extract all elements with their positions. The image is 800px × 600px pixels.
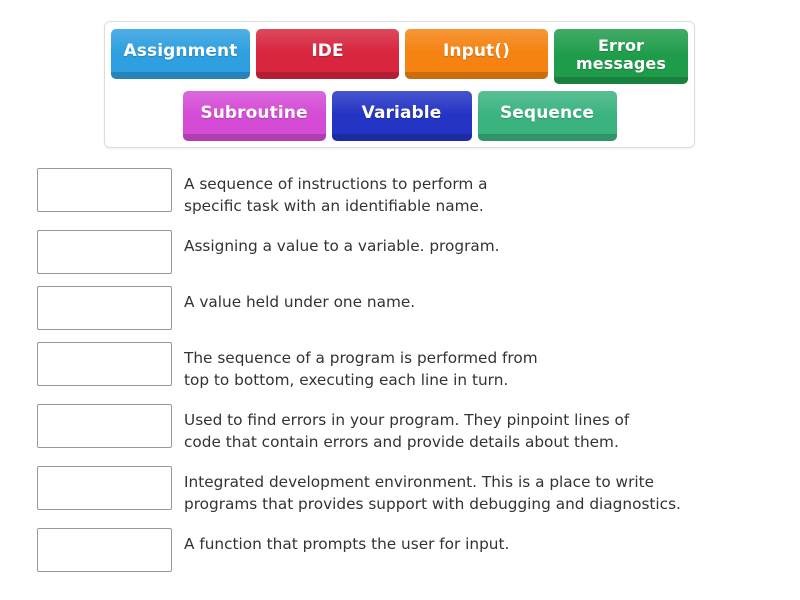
definition-text: Assigning a value to a variable. program… — [184, 236, 500, 255]
tile-bank-row-2: Subroutine Variable Sequence — [111, 91, 688, 141]
match-row: The sequence of a program is performed f… — [0, 341, 800, 392]
drop-zone[interactable] — [37, 403, 172, 448]
definition-text: A sequence of instructions to perform a … — [184, 175, 488, 216]
match-row: Assigning a value to a variable. program… — [0, 229, 800, 274]
match-row: A sequence of instructions to perform a … — [0, 168, 800, 218]
drop-zone[interactable] — [37, 527, 172, 572]
definition-text: Used to find errors in your program. The… — [184, 410, 630, 452]
definition-text: The sequence of a program is performed f… — [184, 348, 538, 390]
drop-zone[interactable] — [37, 341, 172, 386]
match-row: Used to find errors in your program. The… — [0, 403, 800, 454]
tile-error-messages[interactable]: Error messages — [554, 29, 688, 84]
drop-zone[interactable] — [37, 465, 172, 510]
tile-error-messages-label: Error messages — [576, 35, 666, 73]
match-row-list: A sequence of instructions to perform a … — [0, 168, 800, 584]
tile-assignment-label: Assignment — [123, 41, 238, 62]
tile-variable-label: Variable — [361, 103, 442, 124]
definition-text: Integrated development environment. This… — [184, 472, 681, 514]
tile-ide-label: IDE — [311, 41, 344, 62]
tile-bank-row-1: Assignment IDE Input() Error messages — [111, 29, 688, 84]
drop-zone[interactable] — [37, 229, 172, 274]
match-row: A function that prompts the user for inp… — [0, 527, 800, 572]
drop-zone[interactable] — [37, 285, 172, 330]
tile-assignment[interactable]: Assignment — [111, 29, 250, 79]
tile-input-label: Input() — [442, 41, 511, 62]
drop-zone[interactable] — [37, 168, 172, 212]
tile-sequence-label: Sequence — [499, 103, 595, 124]
tile-subroutine[interactable]: Subroutine — [182, 91, 326, 141]
definition-text: A function that prompts the user for inp… — [184, 534, 510, 553]
tile-sequence[interactable]: Sequence — [477, 91, 617, 141]
tile-input[interactable]: Input() — [405, 29, 548, 79]
match-row: Integrated development environment. This… — [0, 465, 800, 516]
tile-subroutine-label: Subroutine — [200, 103, 308, 124]
definition-text: A value held under one name. — [184, 292, 416, 311]
tile-bank: Assignment IDE Input() Error messages Su… — [104, 21, 695, 148]
tile-variable[interactable]: Variable — [331, 91, 472, 141]
match-row: A value held under one name. — [0, 285, 800, 330]
tile-ide[interactable]: IDE — [256, 29, 399, 79]
